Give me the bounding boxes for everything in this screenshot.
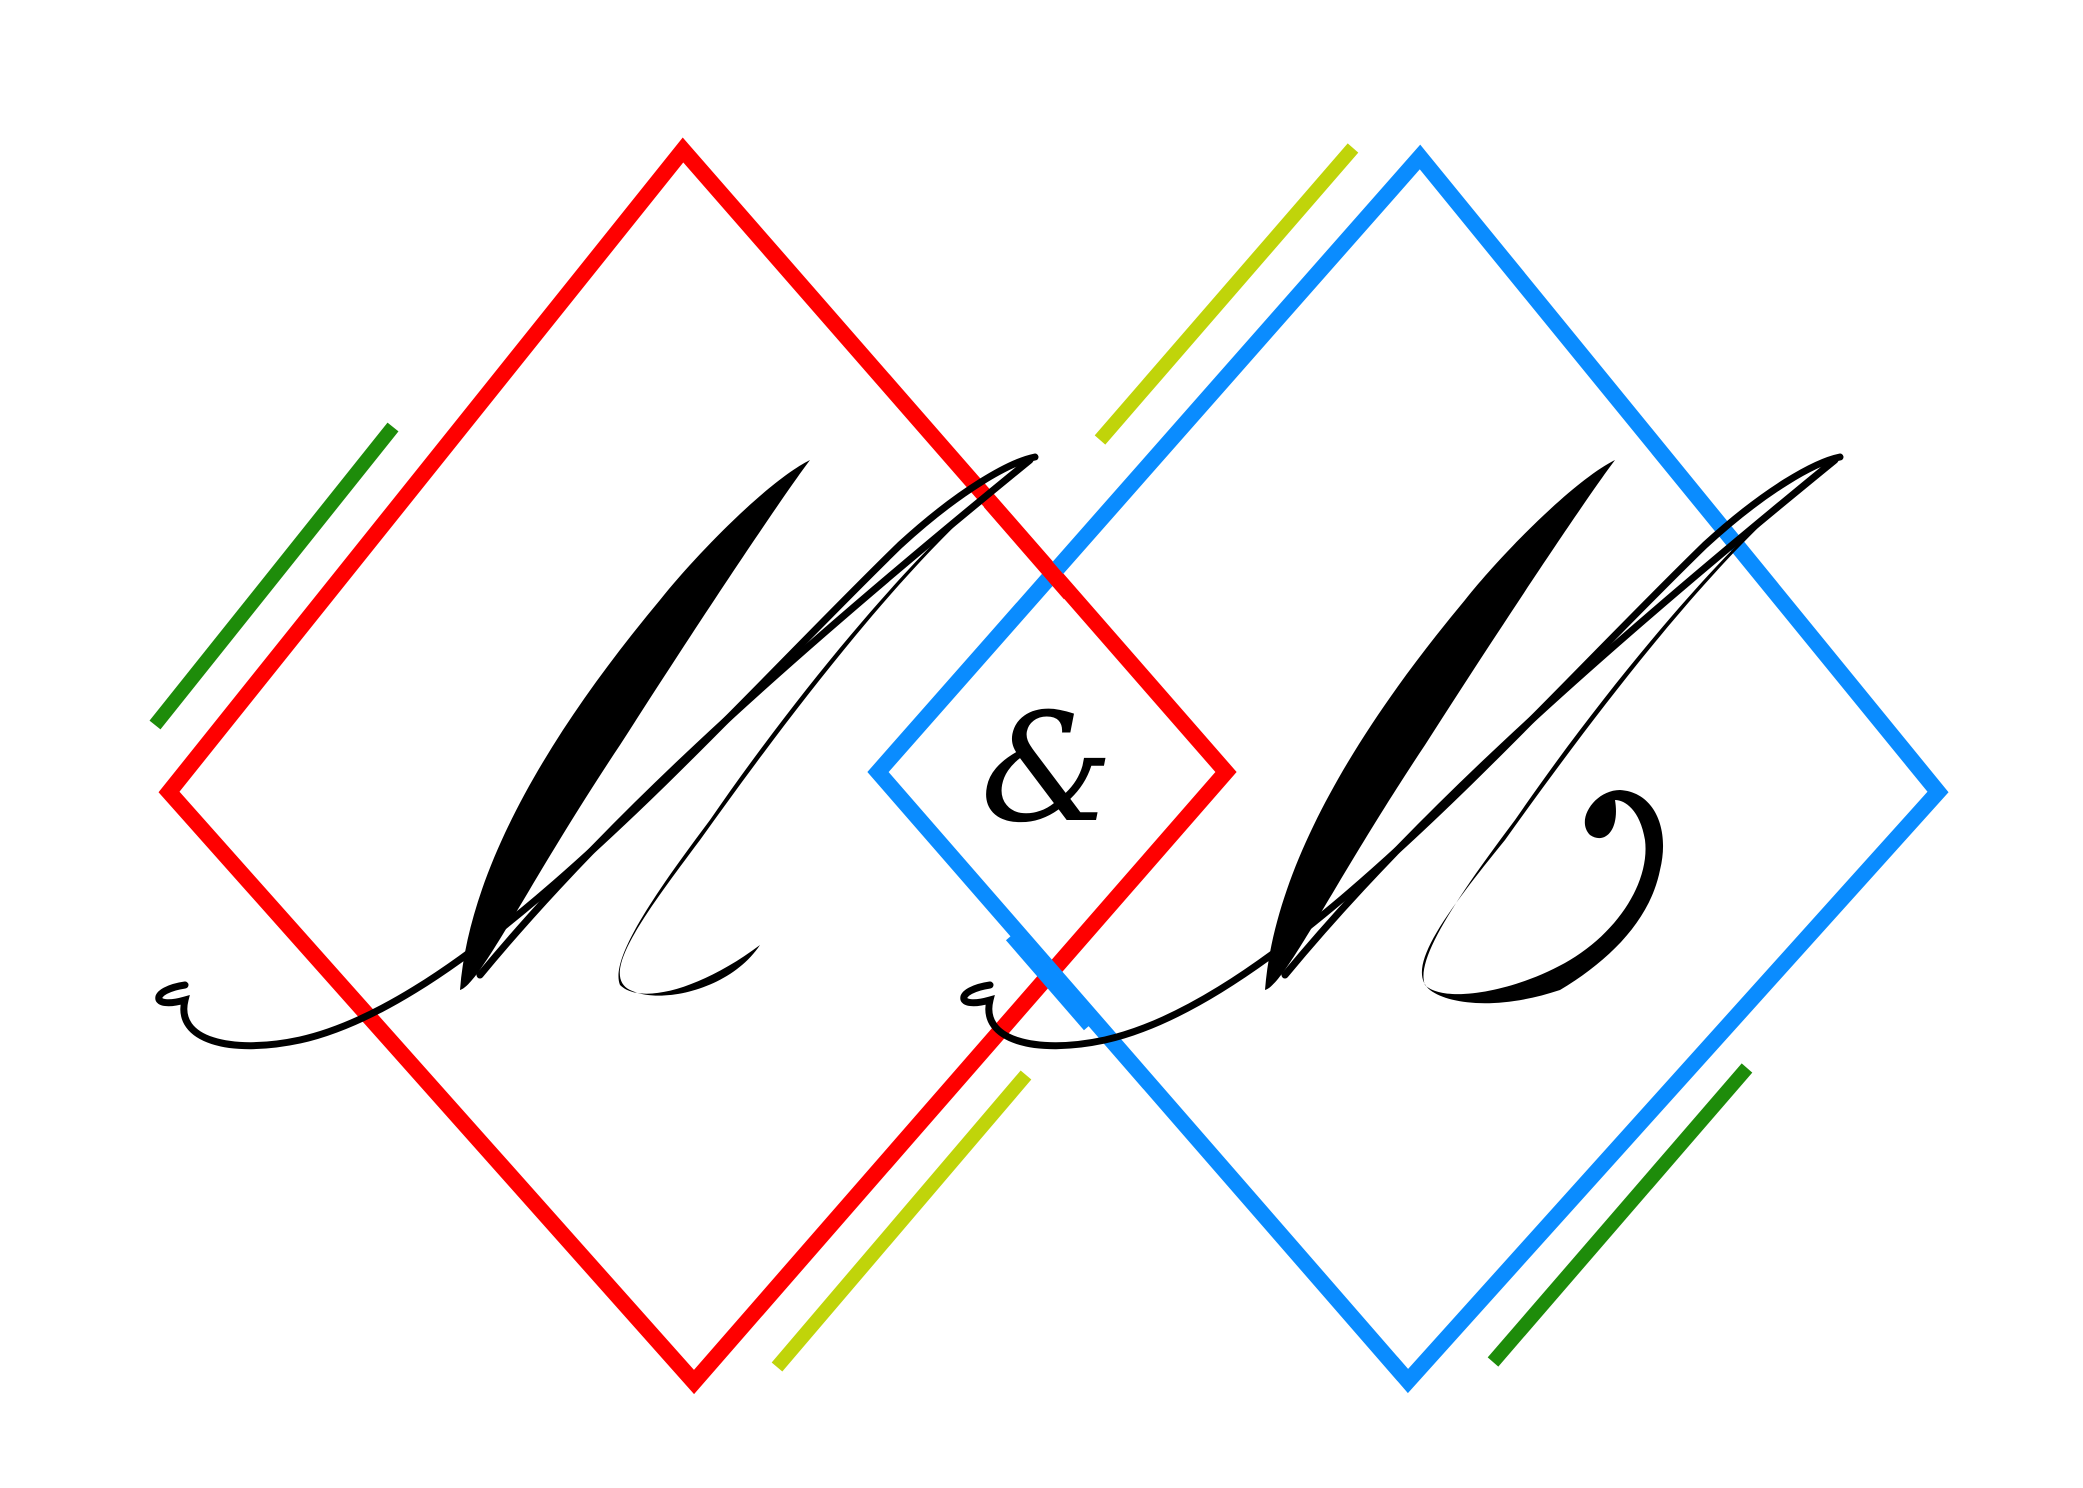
left-m-first-stroke xyxy=(460,460,810,990)
right-m-second-stroke xyxy=(1421,458,1840,1004)
right-m-first-stroke xyxy=(1265,460,1615,990)
right-diamond-frame xyxy=(867,144,1949,1394)
left-m-outer-swash xyxy=(155,453,1039,1050)
accent-bar-yellow-bottom-middle xyxy=(771,1070,1032,1372)
left-script-m xyxy=(155,453,1039,1050)
left-m-diagonal xyxy=(476,456,1034,979)
accent-bar-green-bottom-right xyxy=(1487,1063,1753,1367)
accent-bar-yellow-top-right xyxy=(1094,143,1359,445)
left-m-second-stroke xyxy=(618,458,1035,996)
right-script-m xyxy=(960,453,1844,1050)
left-diamond-overlap-segment xyxy=(983,496,1077,600)
right-m-diagonal xyxy=(1281,456,1839,979)
right-m-outer-swash xyxy=(960,453,1844,1050)
right-diamond-overlap-segment xyxy=(1005,929,1097,1031)
accent-bar-green-top-left xyxy=(149,422,399,730)
ampersand-glyph: & xyxy=(980,682,1114,856)
